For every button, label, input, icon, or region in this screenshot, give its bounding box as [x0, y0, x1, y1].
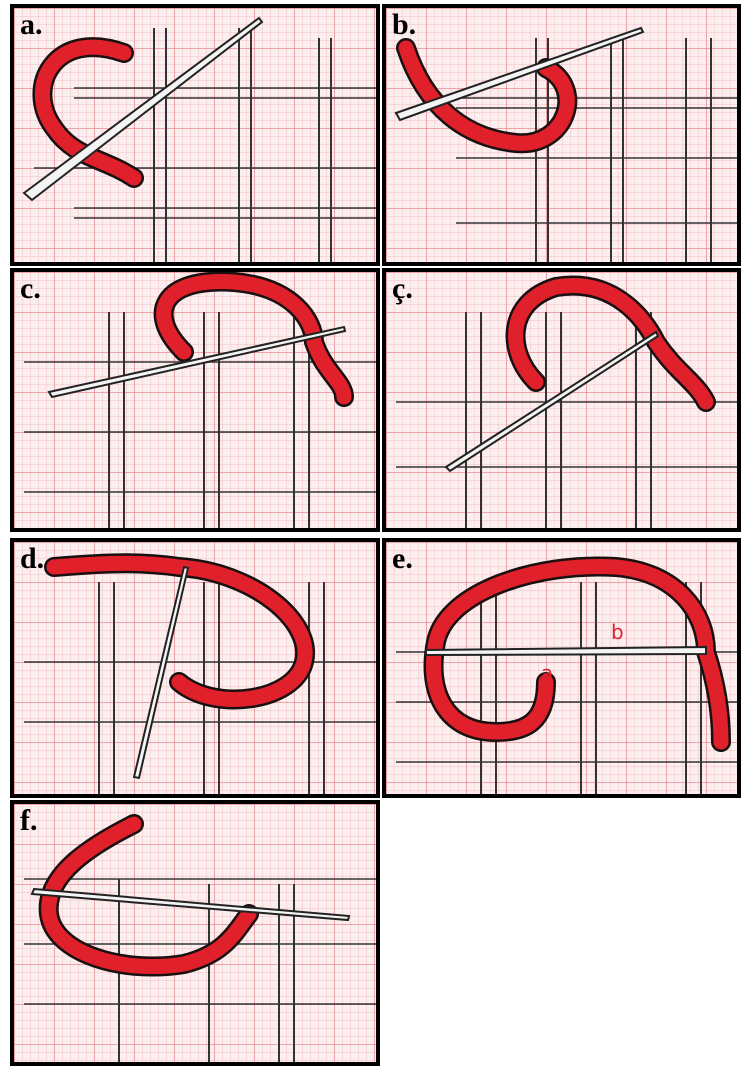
step-illustration: [14, 272, 376, 528]
panel-label: d.: [20, 544, 44, 574]
step-illustration: [386, 8, 737, 262]
panel-c: c.: [10, 268, 380, 532]
step-illustration: [14, 804, 376, 1062]
panel-d: d.: [10, 538, 380, 798]
panel-b: b.: [382, 4, 741, 266]
panel-label: e.: [392, 544, 413, 574]
panel-a: a.: [10, 4, 380, 266]
panel-f: f.: [10, 800, 380, 1066]
panel-label: ç.: [392, 274, 413, 304]
step-illustration: [14, 8, 376, 262]
mark-a: a: [541, 661, 553, 685]
step-illustration: [386, 272, 737, 528]
step-illustration: [14, 542, 376, 794]
mark-b: b: [611, 620, 624, 644]
step-illustration: a b: [386, 542, 737, 794]
panel-label: b.: [392, 10, 416, 40]
panel-label: f.: [20, 806, 38, 836]
panel-cc: ç.: [382, 268, 741, 532]
panel-label: c.: [20, 274, 41, 304]
panel-label: a.: [20, 10, 43, 40]
panel-e: e. a b: [382, 538, 741, 798]
